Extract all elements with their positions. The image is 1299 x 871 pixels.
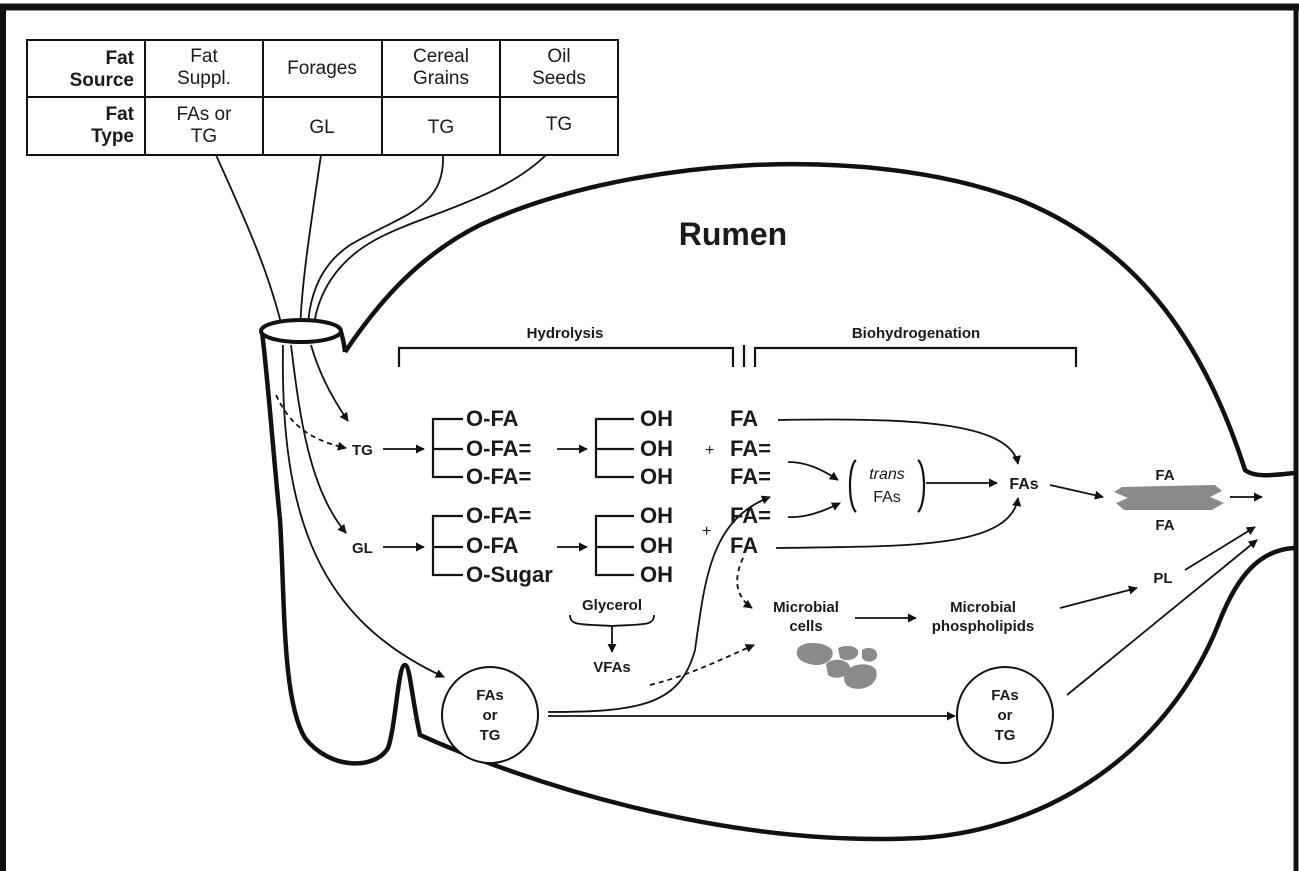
- tg-oh-2: OH: [640, 436, 673, 461]
- microbial-phospholipids-2: phospholipids: [932, 618, 1035, 635]
- vfas-label: VFAs: [593, 659, 631, 676]
- tg-chain-3: O-FA=: [466, 464, 531, 489]
- microbial-cells-2: cells: [789, 618, 822, 635]
- gl-chain-2: O-FA: [466, 533, 519, 558]
- type-tg-cereal: TG: [428, 117, 454, 138]
- microbial-group: Microbial cells Microbial phospholipids: [773, 599, 1034, 689]
- tg-fa-1: FA: [730, 406, 758, 431]
- tg-oh-1: OH: [640, 406, 673, 431]
- tg-fa-2: FA=: [730, 436, 771, 461]
- glycerol-branch: Glycerol VFAs: [569, 597, 655, 676]
- feed-lines: [215, 154, 547, 341]
- source-oil-seeds-1: Oil: [547, 46, 570, 67]
- tg-fa-3: FA=: [730, 464, 771, 489]
- circle-left-line-1: FAs: [476, 687, 504, 704]
- circle-left-line-2: or: [483, 707, 498, 724]
- source-oil-seeds-2: Seeds: [532, 68, 586, 89]
- rumen-title: Rumen: [679, 216, 787, 252]
- gl-oh-1: OH: [640, 503, 673, 528]
- fat-source-table: Fat Source Fat Type Fat Suppl. Forages C…: [26, 39, 619, 156]
- circle-fas-or-tg-right: FAs or TG: [956, 666, 1054, 764]
- source-cereal-grains-1: Cereal: [413, 46, 469, 67]
- tg-plus: +: [705, 442, 714, 459]
- input-arrows: [275, 344, 445, 678]
- fas-product: FAs: [1009, 476, 1038, 493]
- fa-outflow-bundle: FA FA: [1114, 467, 1224, 534]
- tg-hydrolysis: TG O-FA O-FA= O-FA= OH OH OH + FA FA= FA…: [352, 406, 771, 489]
- stage-biohydrogenation: Biohydrogenation: [852, 325, 980, 342]
- gl-chain-3: O-Sugar: [466, 562, 553, 587]
- table-header-fat-source-2: Source: [70, 70, 134, 91]
- gl-input: GL: [352, 540, 373, 557]
- outflow-fa-bottom: FA: [1155, 517, 1174, 534]
- microbial-phospholipids-1: Microbial: [950, 599, 1016, 616]
- trans-fas-label: FAs: [873, 489, 901, 506]
- trans-fas-group: trans FAs: [848, 459, 926, 513]
- tg-chain-2: O-FA=: [466, 436, 531, 461]
- source-fat-suppl-2: Suppl.: [177, 68, 231, 89]
- source-fat-suppl-1: Fat: [190, 46, 218, 67]
- table-header-fat-type-2: Type: [91, 126, 134, 147]
- tg-oh-3: OH: [640, 464, 673, 489]
- biohydrogenation-arrows: [547, 418, 1263, 721]
- rumen-outline: [259, 161, 1295, 842]
- gl-oh-3: OH: [640, 562, 673, 587]
- trans-label: trans: [869, 466, 905, 483]
- tg-chain-1: O-FA: [466, 406, 519, 431]
- microbial-cells-1: Microbial: [773, 599, 839, 616]
- table-header-fat-type-1: Fat: [106, 104, 135, 125]
- source-cereal-grains-2: Grains: [413, 68, 469, 89]
- type-fas-or-tg-2: TG: [191, 126, 217, 147]
- circle-left-line-3: TG: [480, 727, 501, 744]
- microbe-blobs: [796, 642, 878, 689]
- tg-input: TG: [352, 442, 373, 459]
- gl-chain-1: O-FA=: [466, 503, 531, 528]
- gl-fa-2: FA: [730, 533, 758, 558]
- circle-right-line-3: TG: [995, 727, 1016, 744]
- table-header-fat-source-1: Fat: [106, 48, 135, 69]
- type-fas-or-tg-1: FAs or: [177, 104, 233, 125]
- type-tg-oilseed: TG: [546, 114, 572, 135]
- stage-hydrolysis: Hydrolysis: [527, 325, 604, 342]
- gl-plus: +: [702, 523, 711, 540]
- circle-right-line-1: FAs: [991, 687, 1019, 704]
- glycerol-label: Glycerol: [582, 597, 642, 614]
- circle-right-line-2: or: [998, 707, 1013, 724]
- source-forages: Forages: [287, 58, 357, 79]
- circle-fas-or-tg-left: FAs or TG: [441, 666, 539, 764]
- gl-oh-2: OH: [640, 533, 673, 558]
- stage-brackets: [397, 345, 1078, 367]
- gl-hydrolysis: GL O-FA= O-FA O-Sugar OH OH OH + FA= FA: [352, 503, 771, 587]
- pl-label: PL: [1153, 570, 1172, 587]
- figure-border: [0, 3, 1299, 871]
- type-gl: GL: [309, 117, 334, 138]
- outflow-fa-top: FA: [1155, 467, 1174, 484]
